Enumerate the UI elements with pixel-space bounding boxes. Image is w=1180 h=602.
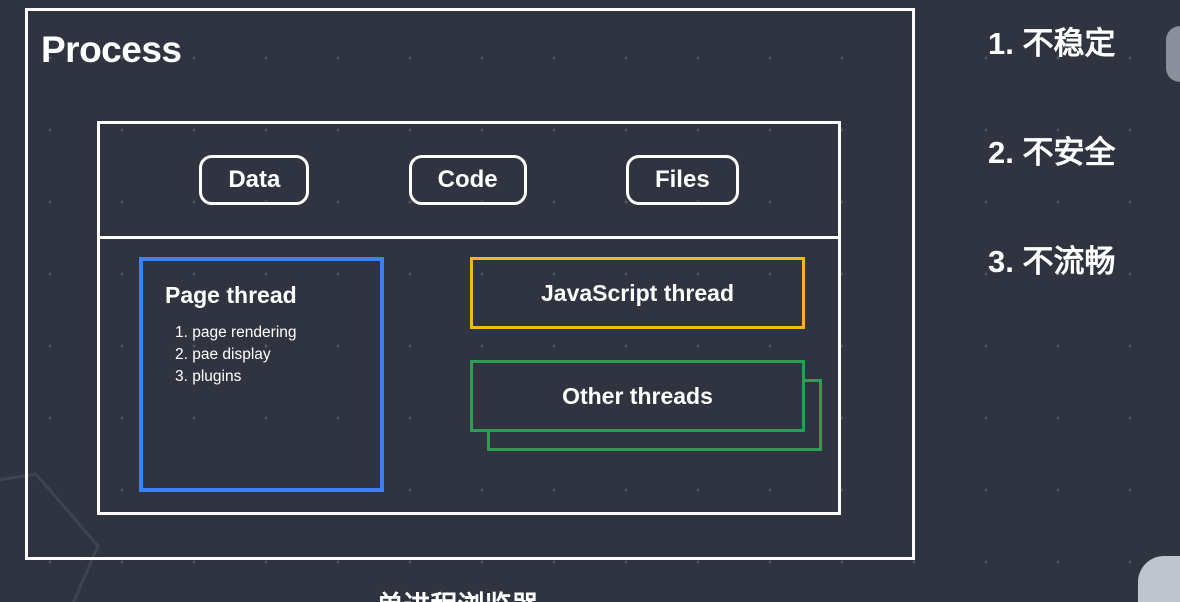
page-thread-list-item: 3. plugins <box>175 366 380 388</box>
side-notes-list: 1. 不稳定 2. 不安全 3. 不流畅 <box>988 28 1115 355</box>
decorative-corner-shape <box>1138 556 1180 602</box>
decorative-edge-sliver <box>1166 26 1180 82</box>
resource-row: Data Code Files <box>100 124 838 236</box>
other-threads-box-front: Other threads <box>470 360 805 432</box>
other-threads-stack: Other threads <box>470 360 822 456</box>
page-thread-box: Page thread 1. page rendering 2. pae dis… <box>139 257 384 492</box>
side-note-item-3: 3. 不流畅 <box>988 246 1115 277</box>
process-container: Process Data Code Files Page thread 1. p… <box>25 8 915 560</box>
side-note-item-1: 1. 不稳定 <box>988 28 1115 59</box>
other-threads-label: Other threads <box>562 383 713 410</box>
resource-pill-data: Data <box>199 155 309 205</box>
resource-pill-files: Files <box>626 155 739 205</box>
javascript-thread-label: JavaScript thread <box>541 280 734 307</box>
page-thread-list-item: 2. pae display <box>175 344 380 366</box>
page-thread-list-item: 1. page rendering <box>175 322 380 344</box>
process-inner-container: Data Code Files Page thread 1. page rend… <box>97 121 841 515</box>
threads-area: Page thread 1. page rendering 2. pae dis… <box>100 239 838 515</box>
process-title: Process <box>41 31 182 68</box>
page-thread-title: Page thread <box>165 283 380 308</box>
slide-caption: 单进程浏览器 <box>0 584 915 602</box>
javascript-thread-box: JavaScript thread <box>470 257 805 329</box>
page-thread-list: 1. page rendering 2. pae display 3. plug… <box>165 322 380 388</box>
side-note-item-2: 2. 不安全 <box>988 137 1115 168</box>
resource-pill-code: Code <box>409 155 527 205</box>
